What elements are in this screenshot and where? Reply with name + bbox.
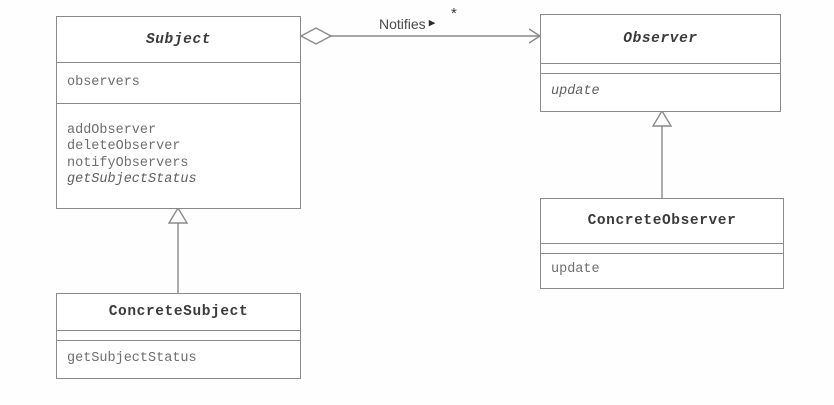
association-label-notifies: Notifies ▶	[379, 16, 435, 32]
association-label-text: Notifies	[379, 16, 426, 32]
class-attributes-compartment-concreteobserver	[541, 244, 783, 254]
class-operations-compartment-concreteobserver: update	[541, 254, 783, 287]
generalization-concretesubject-to-subject	[167, 206, 189, 293]
inheritance-triangle-icon-subject	[167, 206, 189, 224]
class-box-subject[interactable]: Subject observers addObserver deleteObse…	[56, 16, 301, 209]
association-multiplicity-target: *	[451, 5, 457, 22]
association-direction-arrow-icon: ▶	[428, 17, 436, 30]
class-attributes-compartment-observer	[541, 64, 780, 74]
class-attributes-compartment-subject: observers	[57, 63, 300, 104]
class-name-compartment-concreteobserver: ConcreteObserver	[541, 199, 783, 244]
class-box-concretesubject[interactable]: ConcreteSubject getSubjectStatus	[56, 293, 301, 379]
generalization-concreteobserver-to-observer	[651, 109, 673, 198]
class-title-subject: Subject	[145, 31, 212, 48]
class-title-concreteobserver: ConcreteObserver	[587, 213, 737, 229]
class-operation-item: addObserver	[67, 122, 157, 138]
class-name-compartment-subject: Subject	[57, 17, 300, 63]
class-operation-item: update	[551, 262, 600, 278]
class-title-concretesubject: ConcreteSubject	[108, 304, 249, 320]
class-box-observer[interactable]: Observer update	[540, 14, 781, 112]
class-operations-compartment-subject: addObserver deleteObserver notifyObserve…	[57, 104, 300, 207]
class-box-concreteobserver[interactable]: ConcreteObserver update	[540, 198, 784, 289]
class-operation-item: getSubjectStatus	[67, 350, 197, 366]
class-operations-compartment-concretesubject: getSubjectStatus	[57, 341, 300, 377]
aggregation-diamond-icon	[299, 27, 333, 45]
inheritance-triangle-icon-observer	[651, 109, 673, 127]
class-operation-item: notifyObservers	[67, 155, 189, 171]
class-name-compartment-concretesubject: ConcreteSubject	[57, 294, 300, 331]
class-operation-item: getSubjectStatus	[67, 172, 197, 187]
class-name-compartment-observer: Observer	[541, 15, 780, 64]
class-attributes-compartment-concretesubject	[57, 331, 300, 341]
class-operations-compartment-observer: update	[541, 74, 780, 110]
class-attribute-item: observers	[67, 74, 140, 90]
class-title-observer: Observer	[623, 31, 698, 47]
class-operation-item: update	[551, 83, 600, 99]
association-notifies	[299, 27, 542, 45]
class-operation-item: deleteObserver	[67, 139, 181, 154]
